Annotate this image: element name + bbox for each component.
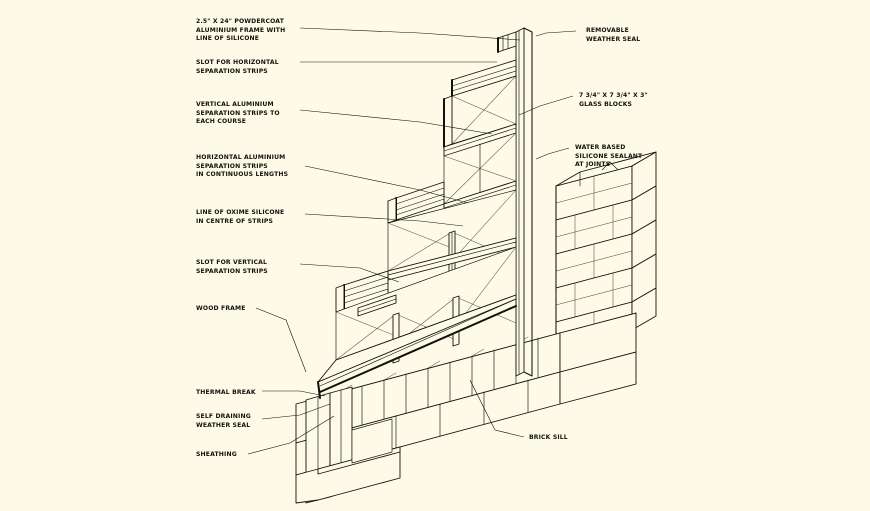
annotation-removable-weather-seal: REMOVABLE WEATHER SEAL <box>586 27 641 43</box>
leader-water-based-silicone-sealant <box>535 147 570 160</box>
vertical-aluminium-mullion-right <box>515 27 533 377</box>
leader-horizontal-aluminium-separation-strips <box>304 165 469 204</box>
annotation-horizontal-aluminium-separation-strips: HORIZONTAL ALUMINIUM SEPARATION STRIPS I… <box>196 154 289 179</box>
leader-thermal-break <box>262 390 326 397</box>
sill-frame-thermal-break <box>317 294 517 399</box>
leader-lines <box>247 27 619 455</box>
leader-chevron <box>601 161 619 171</box>
leader-slot-for-vertical-separation-strips <box>299 263 400 283</box>
leader-wood-frame <box>255 307 307 373</box>
annotation-slot-for-horizontal-separation-strips: SLOT FOR HORIZONTAL SEPARATION STRIPS <box>196 59 279 75</box>
glass-block-course <box>387 189 517 282</box>
annotation-self-draining-weather-seal: SELF DRAINING WEATHER SEAL <box>196 413 251 429</box>
brick-course <box>555 151 657 221</box>
annotation-slot-for-vertical-separation-strips: SLOT FOR VERTICAL SEPARATION STRIPS <box>196 259 268 275</box>
leader-line-of-oxime-silicone <box>304 213 464 227</box>
wood-frame-assembly <box>295 386 401 504</box>
annotation-sheathing: SHEATHING <box>196 451 237 458</box>
annotation-glass-blocks: 7 3/4" X 7 3/4" X 3" GLASS BLOCKS <box>579 92 648 108</box>
glass-block-wall <box>317 27 533 399</box>
glass-block-course <box>443 59 517 148</box>
leader-vertical-aluminium-separation-strips <box>299 109 493 135</box>
annotation-wood-frame: WOOD FRAME <box>196 305 246 312</box>
leader-glass-blocks <box>518 95 574 116</box>
leader-sheathing <box>247 415 335 455</box>
horizontal-aluminium-strip-projecting <box>357 294 397 317</box>
annotation-thermal-break: THERMAL BREAK <box>196 389 256 396</box>
annotation-powdercoat-aluminium-frame: 2.5" X 24" POWDERCOAT ALUMINIUM FRAME WI… <box>196 18 286 43</box>
leader-self-draining-weather-seal <box>261 403 331 420</box>
leader-removable-weather-seal <box>535 30 577 37</box>
annotation-water-based-silicone-sealant: WATER BASED SILICONE SEALANT AT JOINTS <box>575 144 643 169</box>
annotation-brick-sill: BRICK SILL <box>529 434 568 441</box>
leader-powdercoat-aluminium-frame <box>299 27 521 41</box>
head-frame-powdercoat <box>497 31 517 53</box>
annotation-vertical-aluminium-separation-strips: VERTICAL ALUMINIUM SEPARATION STRIPS TO … <box>196 101 280 126</box>
step-head-frame <box>387 181 445 224</box>
leader-brick-sill <box>469 379 525 438</box>
step-head-frame <box>335 270 389 313</box>
annotation-line-of-oxime-silicone: LINE OF OXIME SILICONE IN CENTRE OF STRI… <box>196 209 285 225</box>
brick-wall-pier <box>555 151 657 351</box>
